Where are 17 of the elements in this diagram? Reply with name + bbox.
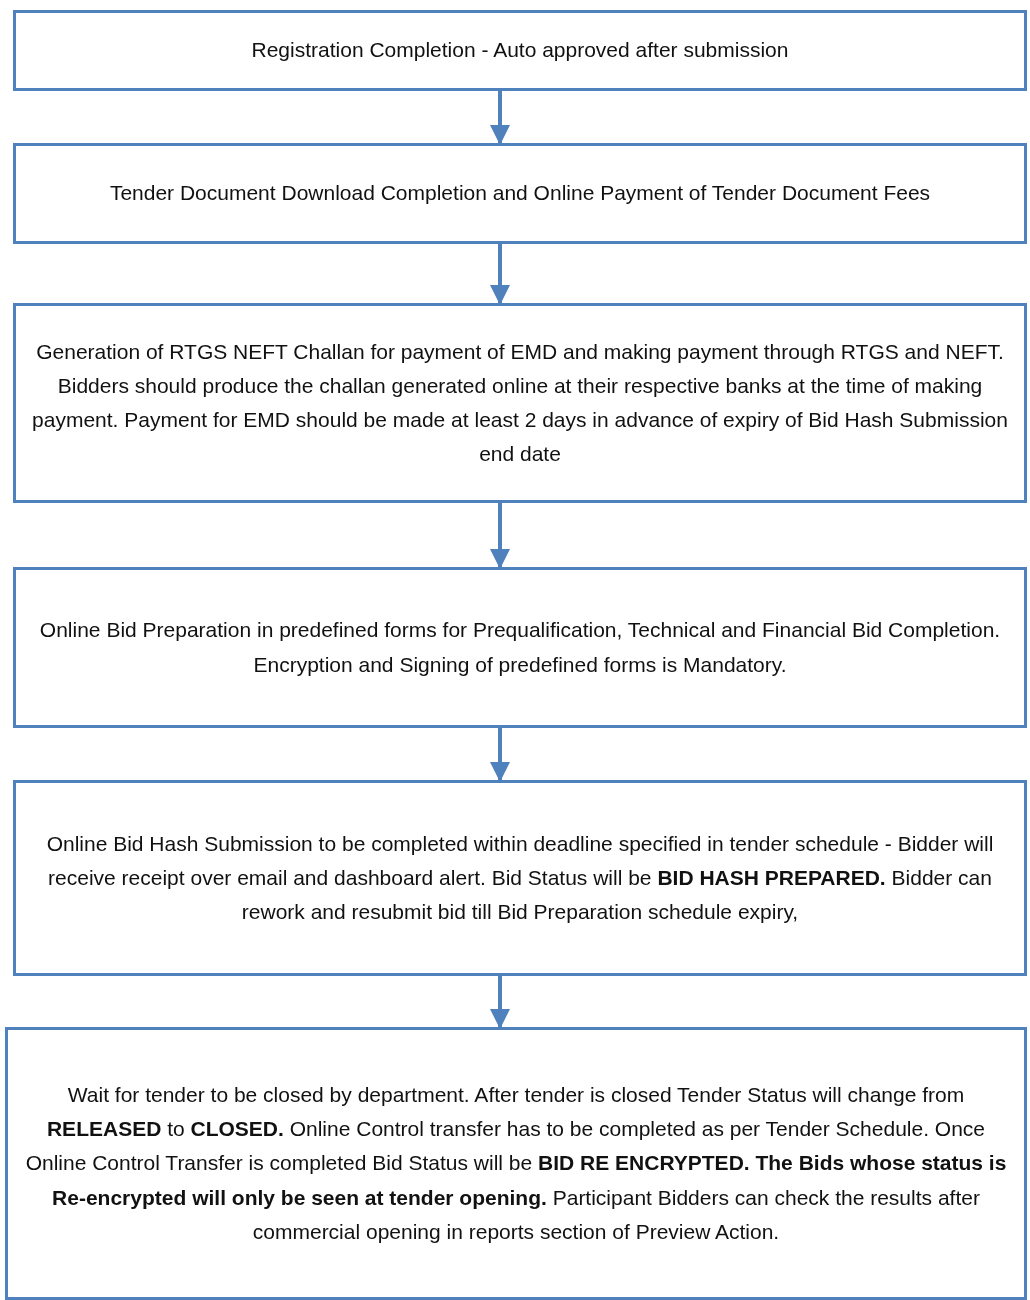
process-box xyxy=(13,10,1027,91)
step-text: Registration Completion - Auto approved after submission xyxy=(251,37,789,64)
arrow xyxy=(490,244,510,305)
process-box xyxy=(5,1027,1027,1300)
process-box xyxy=(13,303,1027,503)
step-text: Online Bid Preparation in predefined forms for Prequalification, Technical and Financial Bid Completion. Encryption and Signing of predefined forms is Mandatory. xyxy=(38,617,1002,678)
process-box xyxy=(13,780,1027,976)
process-box xyxy=(13,143,1027,244)
process-box xyxy=(13,567,1027,728)
step-text: Online Bid Hash Submission to be completed within deadline specified in tender schedule - Bidder will receive receipt over email and dashboard alert. Bid Status will be BID HASH PREPARED. Bidder can rework and resubmit bid till Bid Preparation schedule expiry, xyxy=(45,830,995,925)
step-text: Tender Document Download Completion and Online Payment of Tender Document Fees xyxy=(109,180,931,207)
arrow xyxy=(490,976,510,1029)
arrow xyxy=(490,503,510,569)
arrow xyxy=(490,91,510,145)
step-text: Generation of RTGS NEFT Challan for payment of EMD and making payment through RTGS and NEFT. Bidders should produce the challan generated online at their respective banks at the time of making payment. Payment for EMD should be made at least 2 days in advance of expiry of Bid Hash Submission end date xyxy=(31,338,1009,467)
arrow xyxy=(490,728,510,782)
step-text: Wait for tender to be closed by department. After tender is closed Tender Status will change from RELEASED to CLOSED. Online Control transfer has to be completed as per Tender Schedule. Once Online Control Transfer is completed Bid Status will be BID RE ENCRYPTED. The Bids whose status is Re-encrypted will only be seen at tender opening. Participant Bidders can check the results after commercial opening in reports section of Preview Action. xyxy=(24,1082,1008,1245)
